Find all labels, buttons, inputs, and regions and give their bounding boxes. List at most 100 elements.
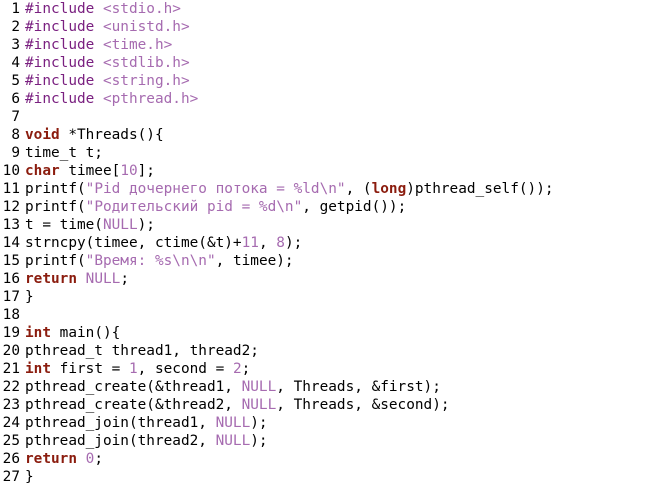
line-code: #include <stdlib.h> xyxy=(25,54,190,72)
code-token: 2 xyxy=(232,361,242,377)
line-code: pthread_join(thread2, NULL); xyxy=(25,432,268,450)
code-line[interactable]: 3#include <time.h> xyxy=(0,36,172,54)
code-token: printf( xyxy=(25,181,86,197)
line-number: 5 xyxy=(11,73,20,89)
line-number: 19 xyxy=(2,325,20,341)
line-number: 22 xyxy=(2,379,20,395)
line-number: 11 xyxy=(2,181,20,197)
code-token: char xyxy=(25,163,60,179)
line-number: 20 xyxy=(2,343,20,359)
code-token: #include xyxy=(25,73,103,89)
line-number: 26 xyxy=(2,451,20,467)
code-token: NULL xyxy=(85,271,121,287)
line-code: strncpy(timee, ctime(&t)+11, 8); xyxy=(25,234,302,252)
line-number: 8 xyxy=(11,127,20,143)
line-code: printf("Pid дочернего потока = %ld\n", (… xyxy=(25,180,554,198)
line-number: 27 xyxy=(2,469,20,485)
line-code: int first = 1, second = 2; xyxy=(25,360,250,378)
code-token xyxy=(77,271,86,287)
code-token: #include xyxy=(25,91,103,107)
code-token: ; xyxy=(120,271,129,287)
code-line[interactable]: 26 return 0; xyxy=(0,450,103,468)
code-line[interactable]: 8 void *Threads(){ xyxy=(0,126,164,144)
line-code: #include <stdio.h> xyxy=(25,0,181,18)
code-line[interactable]: 25 pthread_join(thread2, NULL); xyxy=(0,432,268,450)
line-number: 6 xyxy=(11,91,20,107)
code-token: 8 xyxy=(276,235,285,251)
code-token: first = xyxy=(51,361,129,377)
code-line[interactable]: 5 #include <string.h> xyxy=(0,72,190,90)
line-code: pthread_join(thread1, NULL); xyxy=(25,414,268,432)
code-line[interactable]: 4#include <stdlib.h> xyxy=(0,54,190,72)
line-number: 12 xyxy=(2,199,20,215)
code-token: int xyxy=(25,361,51,377)
code-line[interactable]: 9 time_t t; xyxy=(0,144,103,162)
line-code: pthread_t thread1, thread2; xyxy=(25,342,259,360)
code-token: pthread_create(&thread1, xyxy=(25,379,242,395)
code-token: } xyxy=(25,289,34,305)
code-token: NULL xyxy=(215,433,251,449)
code-token: , xyxy=(258,235,277,251)
code-token: *Threads(){ xyxy=(59,127,164,143)
code-token: t = time( xyxy=(25,217,103,233)
code-token: , timee); xyxy=(215,253,294,269)
code-line[interactable]: 20 pthread_t thread1, thread2; xyxy=(0,342,259,360)
line-code: t = time(NULL); xyxy=(25,216,155,234)
code-line[interactable]: 17} xyxy=(0,288,34,306)
line-number: 3 xyxy=(11,37,20,53)
line-code: int main(){ xyxy=(25,324,120,342)
code-token: "Время: %s\n\n" xyxy=(85,253,216,269)
line-code: time_t t; xyxy=(25,144,103,162)
code-token: #include xyxy=(25,1,103,17)
code-token: <time.h> xyxy=(102,37,173,53)
line-code: } xyxy=(25,468,34,486)
code-line[interactable]: 19 int main(){ xyxy=(0,324,121,342)
code-token: NULL xyxy=(215,415,251,431)
code-line[interactable]: 18 xyxy=(0,306,25,324)
code-token: NULL xyxy=(241,379,277,395)
code-token: <unistd.h> xyxy=(102,19,190,35)
code-line[interactable]: 1 #include <stdio.h> xyxy=(0,0,181,18)
code-token: <pthread.h> xyxy=(102,91,199,107)
line-number: 24 xyxy=(2,415,20,431)
code-token xyxy=(77,451,86,467)
line-code: #include <string.h> xyxy=(25,72,190,90)
code-token: <stdio.h> xyxy=(102,1,181,17)
code-token: void xyxy=(25,127,60,143)
code-line[interactable]: 27} xyxy=(0,468,34,486)
code-line[interactable]: 6 #include <pthread.h> xyxy=(0,90,198,108)
line-number: 16 xyxy=(2,271,20,287)
code-line[interactable]: 2#include <unistd.h> xyxy=(0,18,190,36)
code-token: ; xyxy=(241,361,251,377)
code-token: #include xyxy=(25,55,103,71)
code-token: , second = xyxy=(137,361,233,377)
line-code: return 0; xyxy=(25,450,103,468)
code-line[interactable]: 11 printf("Pid дочернего потока = %ld\n",… xyxy=(0,180,554,198)
code-token: <stdlib.h> xyxy=(102,55,190,71)
line-number: 9 xyxy=(11,145,20,161)
line-number: 1 xyxy=(11,1,20,17)
code-token: NULL xyxy=(241,397,277,413)
code-token: "Pid дочернего потока = %ld\n" xyxy=(85,181,346,197)
line-number: 25 xyxy=(2,433,20,449)
code-token: ; xyxy=(94,451,103,467)
code-line[interactable]: 22 pthread_create(&thread1, NULL, Threads… xyxy=(0,378,441,396)
code-token: long xyxy=(371,181,407,197)
code-line[interactable]: 24 pthread_join(thread1, NULL); xyxy=(0,414,268,432)
line-number: 2 xyxy=(11,19,20,35)
code-line[interactable]: 7 xyxy=(0,108,25,126)
code-token: int xyxy=(25,325,51,341)
code-token: 1 xyxy=(128,361,138,377)
line-code: pthread_create(&thread1, NULL, Threads, … xyxy=(25,378,441,396)
code-token: "Родительский pid = %d\n" xyxy=(85,199,303,215)
code-token: printf( xyxy=(25,199,86,215)
